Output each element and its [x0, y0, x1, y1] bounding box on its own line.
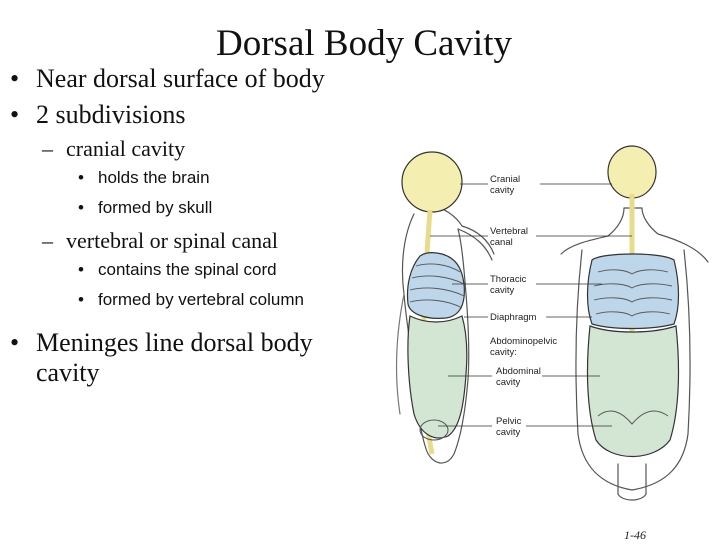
slide-title: Dorsal Body Cavity — [216, 23, 512, 64]
bullet-meninges: • Meninges line dorsal body cavity — [8, 328, 348, 388]
bullet-text: Meninges line dorsal body cavity — [36, 328, 313, 387]
subitem-cranial-cavity: – cranial cavity — [8, 136, 348, 162]
front-cranial-cavity — [607, 145, 657, 199]
bullet-marker: • — [10, 64, 20, 93]
subitem-text: vertebral or spinal canal — [66, 228, 278, 253]
side-cranial-cavity — [401, 151, 463, 213]
label-abdominal-2: cavity — [496, 377, 521, 388]
bullet-subdivisions: • 2 subdivisions — [8, 100, 348, 130]
label-thoracic-1: Thoracic — [490, 274, 527, 285]
label-pelvic-1: Pelvic — [496, 416, 522, 427]
subitem-text: cranial cavity — [66, 136, 186, 161]
bullet-marker: • — [78, 168, 84, 187]
label-vertebral-1: Vertebral — [490, 226, 528, 237]
bullet-marker: • — [10, 100, 20, 129]
point-holds-brain: • holds the brain — [8, 168, 348, 188]
point-text: contains the spinal cord — [98, 260, 277, 279]
bullet-text: Near dorsal surface of body — [36, 64, 325, 93]
label-cranial-2: cavity — [490, 185, 515, 196]
body-cavity-figure: Cranial cavity Vertebral canal Thoracic … — [395, 145, 709, 501]
front-ribs — [593, 269, 673, 317]
bullet-near-dorsal: • Near dorsal surface of body — [8, 64, 348, 94]
label-diaphragm: Diaphragm — [490, 312, 537, 323]
leader-lines — [430, 183, 632, 427]
label-pelvic-2: cavity — [496, 427, 521, 438]
side-abdominopelvic-cavity — [407, 315, 468, 439]
label-vertebral-2: canal — [490, 237, 513, 248]
point-text: holds the brain — [98, 168, 210, 187]
bullet-marker: • — [78, 260, 84, 279]
bullet-list: • Near dorsal surface of body • 2 subdiv… — [8, 64, 348, 394]
point-formed-by-vertebral-column: • formed by vertebral column — [8, 290, 348, 310]
label-abdominopelvic-2: cavity: — [490, 347, 517, 358]
page-number: 1-46 — [624, 528, 646, 542]
front-pelvis — [597, 410, 669, 425]
point-formed-by-skull: • formed by skull — [8, 198, 348, 218]
bullet-marker: • — [78, 198, 84, 217]
dash-marker: – — [42, 228, 53, 253]
side-ribs — [409, 263, 465, 309]
point-text: formed by skull — [98, 198, 213, 217]
label-abdominal-1: Abdominal — [496, 366, 541, 377]
point-contains-spinal-cord: • contains the spinal cord — [8, 260, 348, 280]
label-abdominopelvic-1: Abdominopelvic — [490, 336, 557, 347]
label-thoracic-2: cavity — [490, 285, 515, 296]
bullet-marker: • — [10, 328, 20, 357]
bullet-text: 2 subdivisions — [36, 100, 186, 129]
bullet-marker: • — [78, 290, 84, 309]
dash-marker: – — [42, 136, 53, 161]
point-text: formed by vertebral column — [98, 290, 304, 309]
front-abdominopelvic-cavity — [586, 325, 680, 458]
label-cranial-1: Cranial — [490, 174, 520, 185]
side-thoracic-cavity — [406, 252, 465, 319]
side-pelvis — [419, 419, 449, 441]
subitem-vertebral-canal: – vertebral or spinal canal — [8, 228, 348, 254]
front-thoracic-cavity — [586, 253, 680, 330]
